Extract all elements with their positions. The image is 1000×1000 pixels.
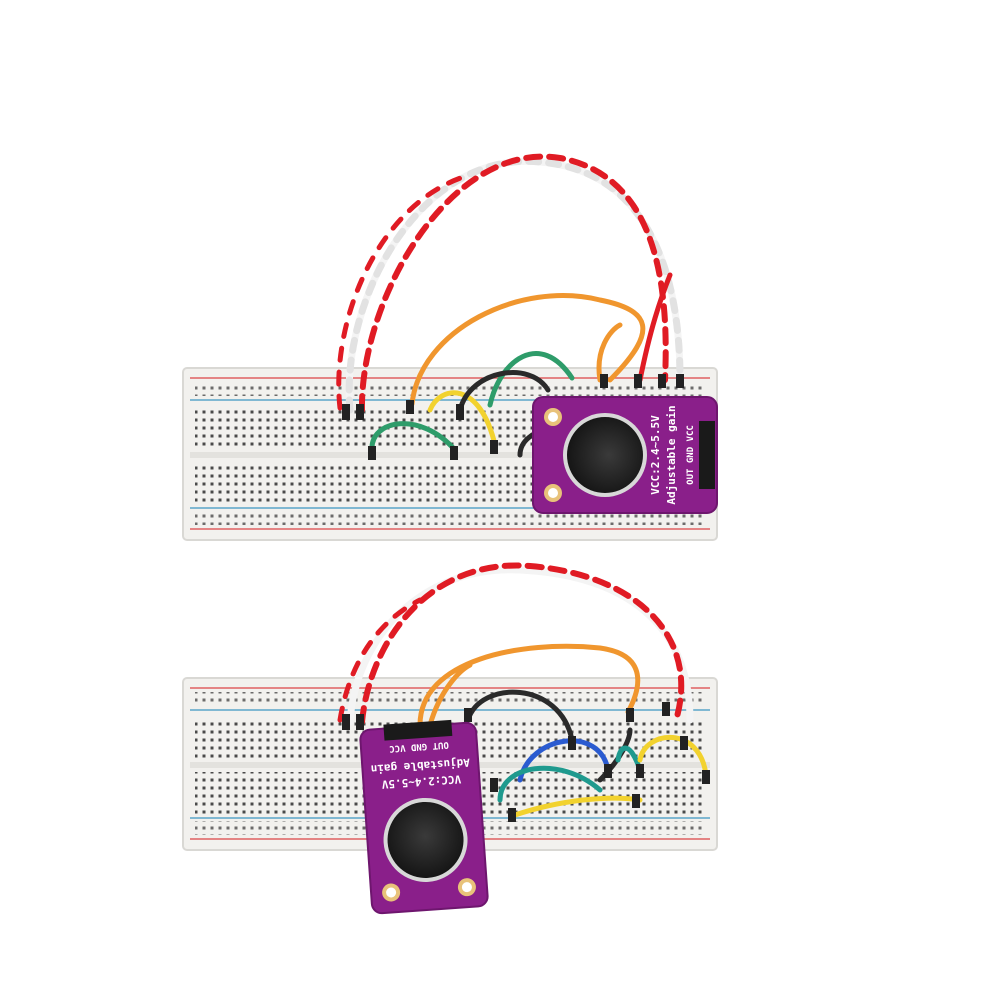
pin-labels-top: OUT GND VCC <box>686 425 696 485</box>
mic-module-top: OUT GND VCC Adjustable gain VCC:2.4~5.5V <box>532 396 718 514</box>
wire-pin-ends-bottom <box>342 702 710 822</box>
jumper-wires-top <box>336 153 684 458</box>
jumper-wires-bottom <box>337 562 709 818</box>
wire-pin-ends-top <box>342 374 684 460</box>
vcc-label-bottom: VCC:2.4~5.5V <box>381 772 462 791</box>
pin-labels-bottom: OUT GND VCC <box>389 739 449 753</box>
gain-label-top: Adjustable gain <box>665 405 678 504</box>
vcc-label-top: VCC:2.4~5.5V <box>649 415 662 495</box>
mic-module-bottom: OUT GND VCC Adjustable gain VCC:2.4~5.5V <box>359 719 489 915</box>
